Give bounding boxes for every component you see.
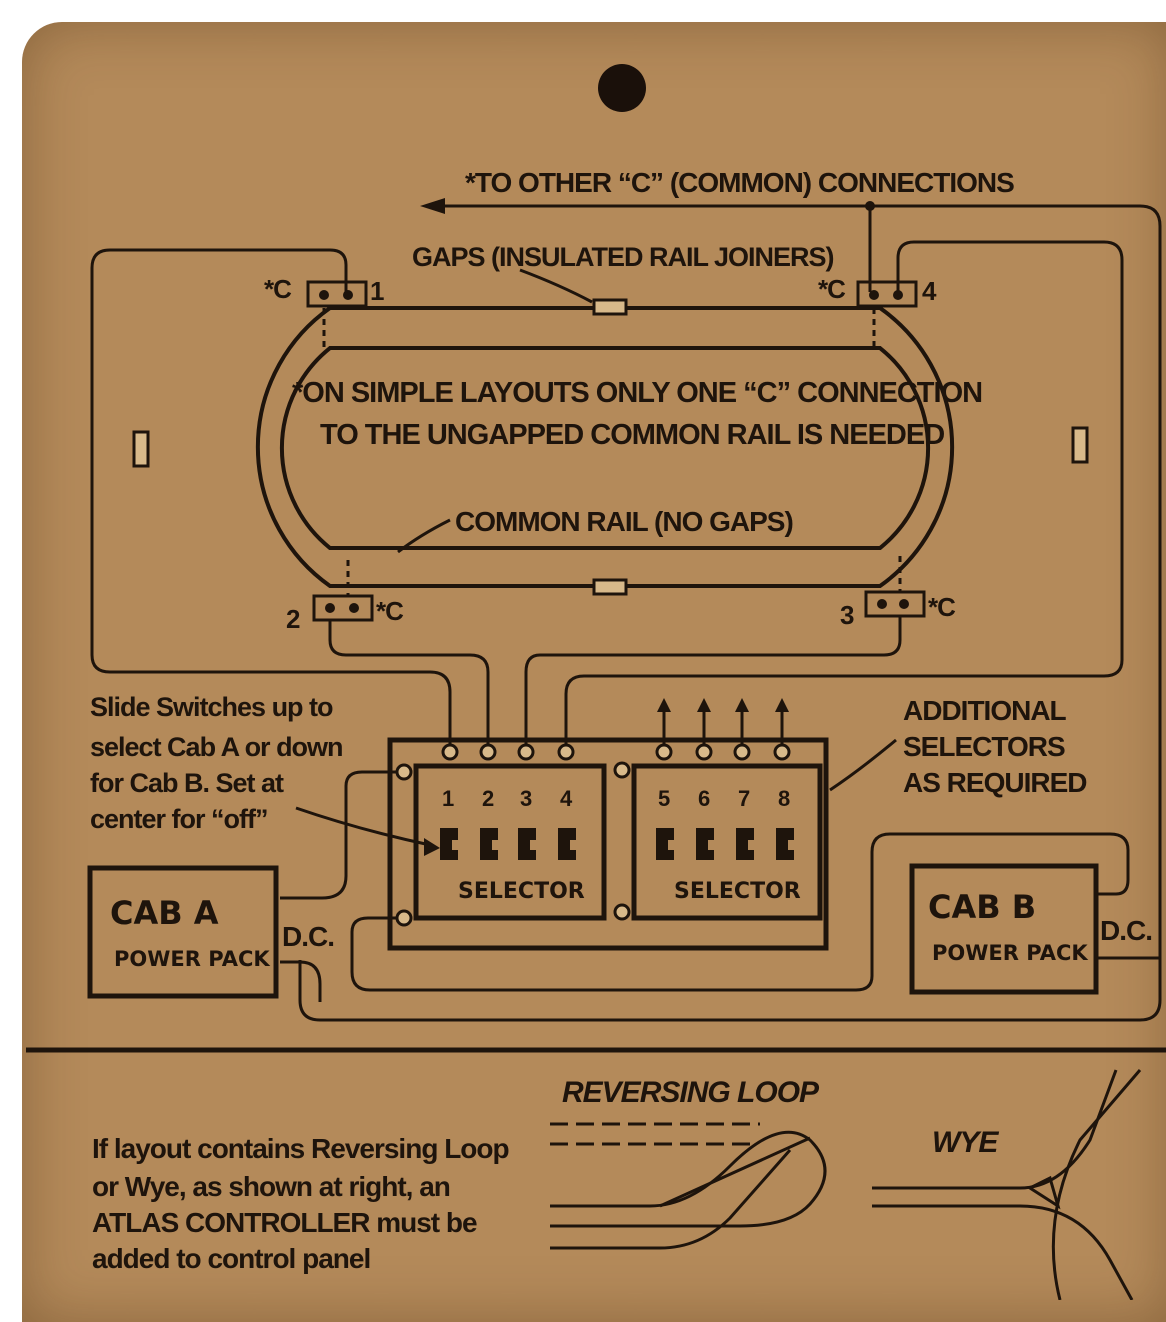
cab-a-subtitle: POWER PACK (114, 947, 270, 971)
cab-b-power-pack: CAB B POWER PACK D.C. (909, 863, 1153, 995)
gap-joiner-bottom (592, 578, 628, 596)
gaps-label: GAPS (INSULATED RAIL JOINERS) (412, 242, 834, 272)
block-1-common: *C (264, 274, 292, 304)
slide-switch-8[interactable] (776, 828, 798, 860)
block-3-common: *C (928, 592, 956, 622)
slide-switch-2[interactable] (480, 828, 502, 860)
bottom-note-line4: added to control panel (92, 1243, 370, 1274)
terminal-block-2: 2 *C (286, 560, 405, 634)
common-rail-pointer (397, 518, 451, 554)
cab-a-title: CAB A (110, 894, 219, 932)
slide-switch-3[interactable] (518, 828, 540, 860)
common-bus-wire (298, 204, 1162, 1022)
reversing-loop-drawing (550, 1122, 827, 1250)
block-2-number: 2 (286, 604, 300, 634)
center-note-line2: TO THE UNGAPPED COMMON RAIL IS NEEDED (320, 419, 944, 451)
reversing-loop-label: REVERSING LOOP (562, 1076, 820, 1109)
screw-terminals (395, 743, 791, 927)
cab-a-wire-up (280, 770, 398, 900)
block-2-common: *C (376, 596, 404, 626)
arrow-left-icon (420, 198, 445, 214)
cab-b-wire (350, 832, 1130, 992)
common-rail-label: COMMON RAIL (NO GAPS) (455, 506, 793, 537)
sel1-num-4: 4 (560, 786, 573, 811)
block-1-number: 1 (370, 276, 384, 306)
slide-switch-7[interactable] (736, 828, 758, 860)
block-3-number: 3 (840, 600, 854, 630)
gaps-pointer (519, 268, 593, 304)
gap-joiner-right (1071, 426, 1089, 464)
sel2-num-7: 7 (738, 786, 750, 811)
slide-switch-5[interactable] (656, 828, 678, 860)
inner-common-rail (279, 346, 931, 550)
terminal-block-1: *C 1 (264, 274, 385, 348)
sel2-num-5: 5 (658, 786, 670, 811)
selector-panel (387, 737, 829, 951)
terminal-block-4: *C 4 (818, 274, 938, 348)
feeder-wire-3 (524, 616, 902, 748)
cab-b-subtitle: POWER PACK (932, 941, 1088, 965)
hanging-hole (598, 64, 646, 112)
cab-b-title: CAB B (928, 888, 1036, 926)
cab-a-power-pack: CAB A POWER PACK D.C. (87, 865, 335, 999)
block-4-common: *C (818, 274, 846, 304)
sel2-num-8: 8 (778, 786, 790, 811)
additional-note-pointer (829, 738, 897, 792)
slide-note-pointer (295, 806, 431, 847)
sel1-num-3: 3 (520, 786, 532, 811)
cab-a-dc: D.C. (282, 921, 334, 952)
selector-1-label: SELECTOR (458, 879, 585, 904)
slide-note-line4: center for “off” (90, 804, 268, 834)
sel1-num-2: 2 (482, 786, 494, 811)
cab-b-dc: D.C. (1100, 915, 1152, 946)
additional-note-line1: ADDITIONAL (903, 695, 1067, 726)
terminal-block-3: 3 *C (840, 556, 957, 630)
feeder-wire-4 (564, 240, 1124, 748)
gap-joiner-top (592, 298, 628, 316)
slide-switch-4[interactable] (558, 828, 580, 860)
slide-note-line1: Slide Switches up to (90, 692, 333, 722)
block-4-number: 4 (922, 276, 937, 306)
center-note-line1: *ON SIMPLE LAYOUTS ONLY ONE “C” CONNECTI… (292, 377, 982, 409)
selector-2: 5 6 7 8 SELECTOR (631, 763, 823, 921)
bottom-note-line1: If layout contains Reversing Loop (92, 1133, 509, 1164)
slide-switches[interactable] (440, 828, 798, 860)
cab-a-wire-down (280, 960, 322, 1002)
gap-joiner-left (132, 430, 150, 468)
up-arrow-icons (657, 698, 789, 744)
wye-label: WYE (932, 1126, 999, 1159)
sel1-num-1: 1 (442, 786, 454, 811)
outer-rail (255, 306, 955, 588)
sel2-num-6: 6 (698, 786, 710, 811)
selector-2-label: SELECTOR (674, 879, 801, 904)
additional-note-line3: AS REQUIRED (903, 767, 1087, 798)
bottom-note-line3: ATLAS CONTROLLER must be (92, 1207, 477, 1238)
bottom-note-line2: or Wye, as shown at right, an (92, 1171, 450, 1202)
selector-1: 1 2 3 4 SELECTOR (413, 763, 607, 921)
slide-switch-6[interactable] (696, 828, 718, 860)
feeder-wire-1 (90, 248, 452, 748)
arrow-right-icon (424, 838, 440, 856)
top-note: *TO OTHER “C” (COMMON) CONNECTIONS (465, 167, 1014, 198)
slide-switch-1[interactable] (440, 828, 462, 860)
slide-note-line2: select Cab A or down (90, 732, 343, 762)
feeder-wire-2 (328, 620, 490, 748)
wye-drawing (872, 1069, 1142, 1300)
additional-note-line2: SELECTORS (903, 731, 1065, 762)
slide-note-line3: for Cab B. Set at (90, 768, 284, 798)
